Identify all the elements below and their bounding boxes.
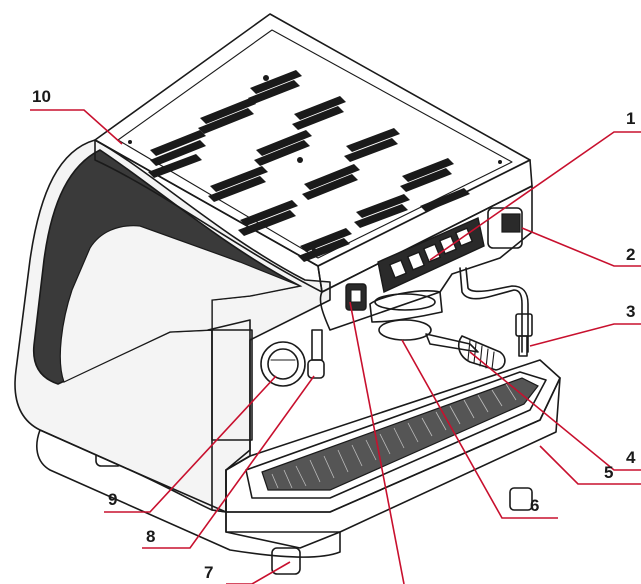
leader-line-3	[529, 323, 641, 347]
callout-3: 3	[626, 302, 635, 321]
leader-line-2	[521, 227, 641, 267]
callout-2: 2	[626, 245, 635, 264]
steam-control	[487, 207, 523, 249]
leader-line-10	[30, 109, 123, 145]
leader-line-9	[104, 375, 277, 513]
front-head-panel	[319, 185, 533, 331]
hot-water-wand	[307, 329, 325, 379]
espresso-machine-illustration	[14, 13, 561, 575]
callout-1: 1	[626, 109, 635, 128]
callout-10: 10	[32, 87, 51, 106]
control-panel	[345, 217, 485, 311]
steam-wand	[459, 267, 533, 357]
leader-lines	[30, 109, 641, 584]
group-head	[369, 290, 443, 323]
leader-line-6	[401, 339, 558, 519]
machine-base	[36, 429, 341, 558]
pressure-gauge	[211, 329, 306, 441]
callout-7: 7	[204, 563, 213, 582]
leader-line-7	[226, 561, 291, 584]
callout-5: 5	[604, 463, 613, 482]
leader-line-8	[142, 375, 315, 549]
leader-line-4	[469, 351, 641, 471]
callout-8: 8	[146, 527, 155, 546]
leader-line-5	[539, 445, 641, 485]
drip-tray	[225, 359, 561, 533]
callout-labels: 1 2 3 4 5 6 7 8 9 10	[32, 87, 636, 582]
leader-line-1	[429, 131, 641, 261]
top-rim-left	[94, 139, 323, 293]
leader-line-bottom	[349, 301, 405, 584]
callout-4: 4	[626, 448, 636, 467]
callout-9: 9	[108, 490, 117, 509]
portafilter	[378, 319, 506, 371]
callout-6: 6	[530, 496, 539, 515]
cup-warmer-vents	[128, 70, 502, 262]
